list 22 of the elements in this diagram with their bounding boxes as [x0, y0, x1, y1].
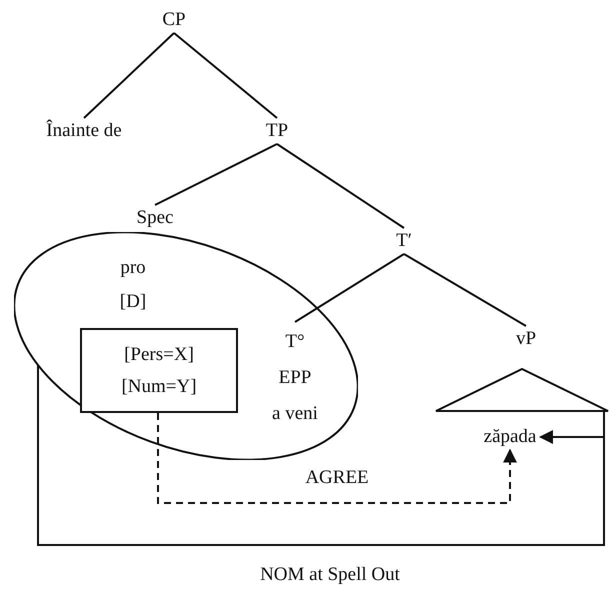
feature-label: a veni: [272, 402, 318, 426]
tree-node-label: zăpada: [484, 426, 536, 448]
tree-node-label: Spec: [136, 207, 174, 229]
tree-node-label: TP: [266, 120, 288, 142]
tree-branch: [154, 143, 278, 206]
feature-label: [D]: [120, 290, 146, 314]
tree-branch: [276, 143, 405, 229]
feature-box: [80, 328, 238, 413]
tree-node-label: CP: [162, 9, 186, 31]
tree-node-label: Înainte de: [46, 120, 122, 142]
tree-branch: [294, 253, 405, 323]
arrow: [37, 365, 605, 546]
arrow: [157, 413, 517, 504]
tree-node-label: T′: [396, 230, 412, 252]
tree-branch: [173, 32, 278, 119]
feature-label: EPP: [278, 366, 312, 390]
feature-text: [Pers=X] [Num=Y]: [120, 342, 198, 398]
tree-node-label: pro: [120, 256, 146, 280]
tree-node-label: T°: [284, 330, 306, 354]
tree-branch: [83, 32, 175, 119]
tree-node-label: vP: [516, 328, 536, 350]
tree-branch: [404, 253, 526, 327]
